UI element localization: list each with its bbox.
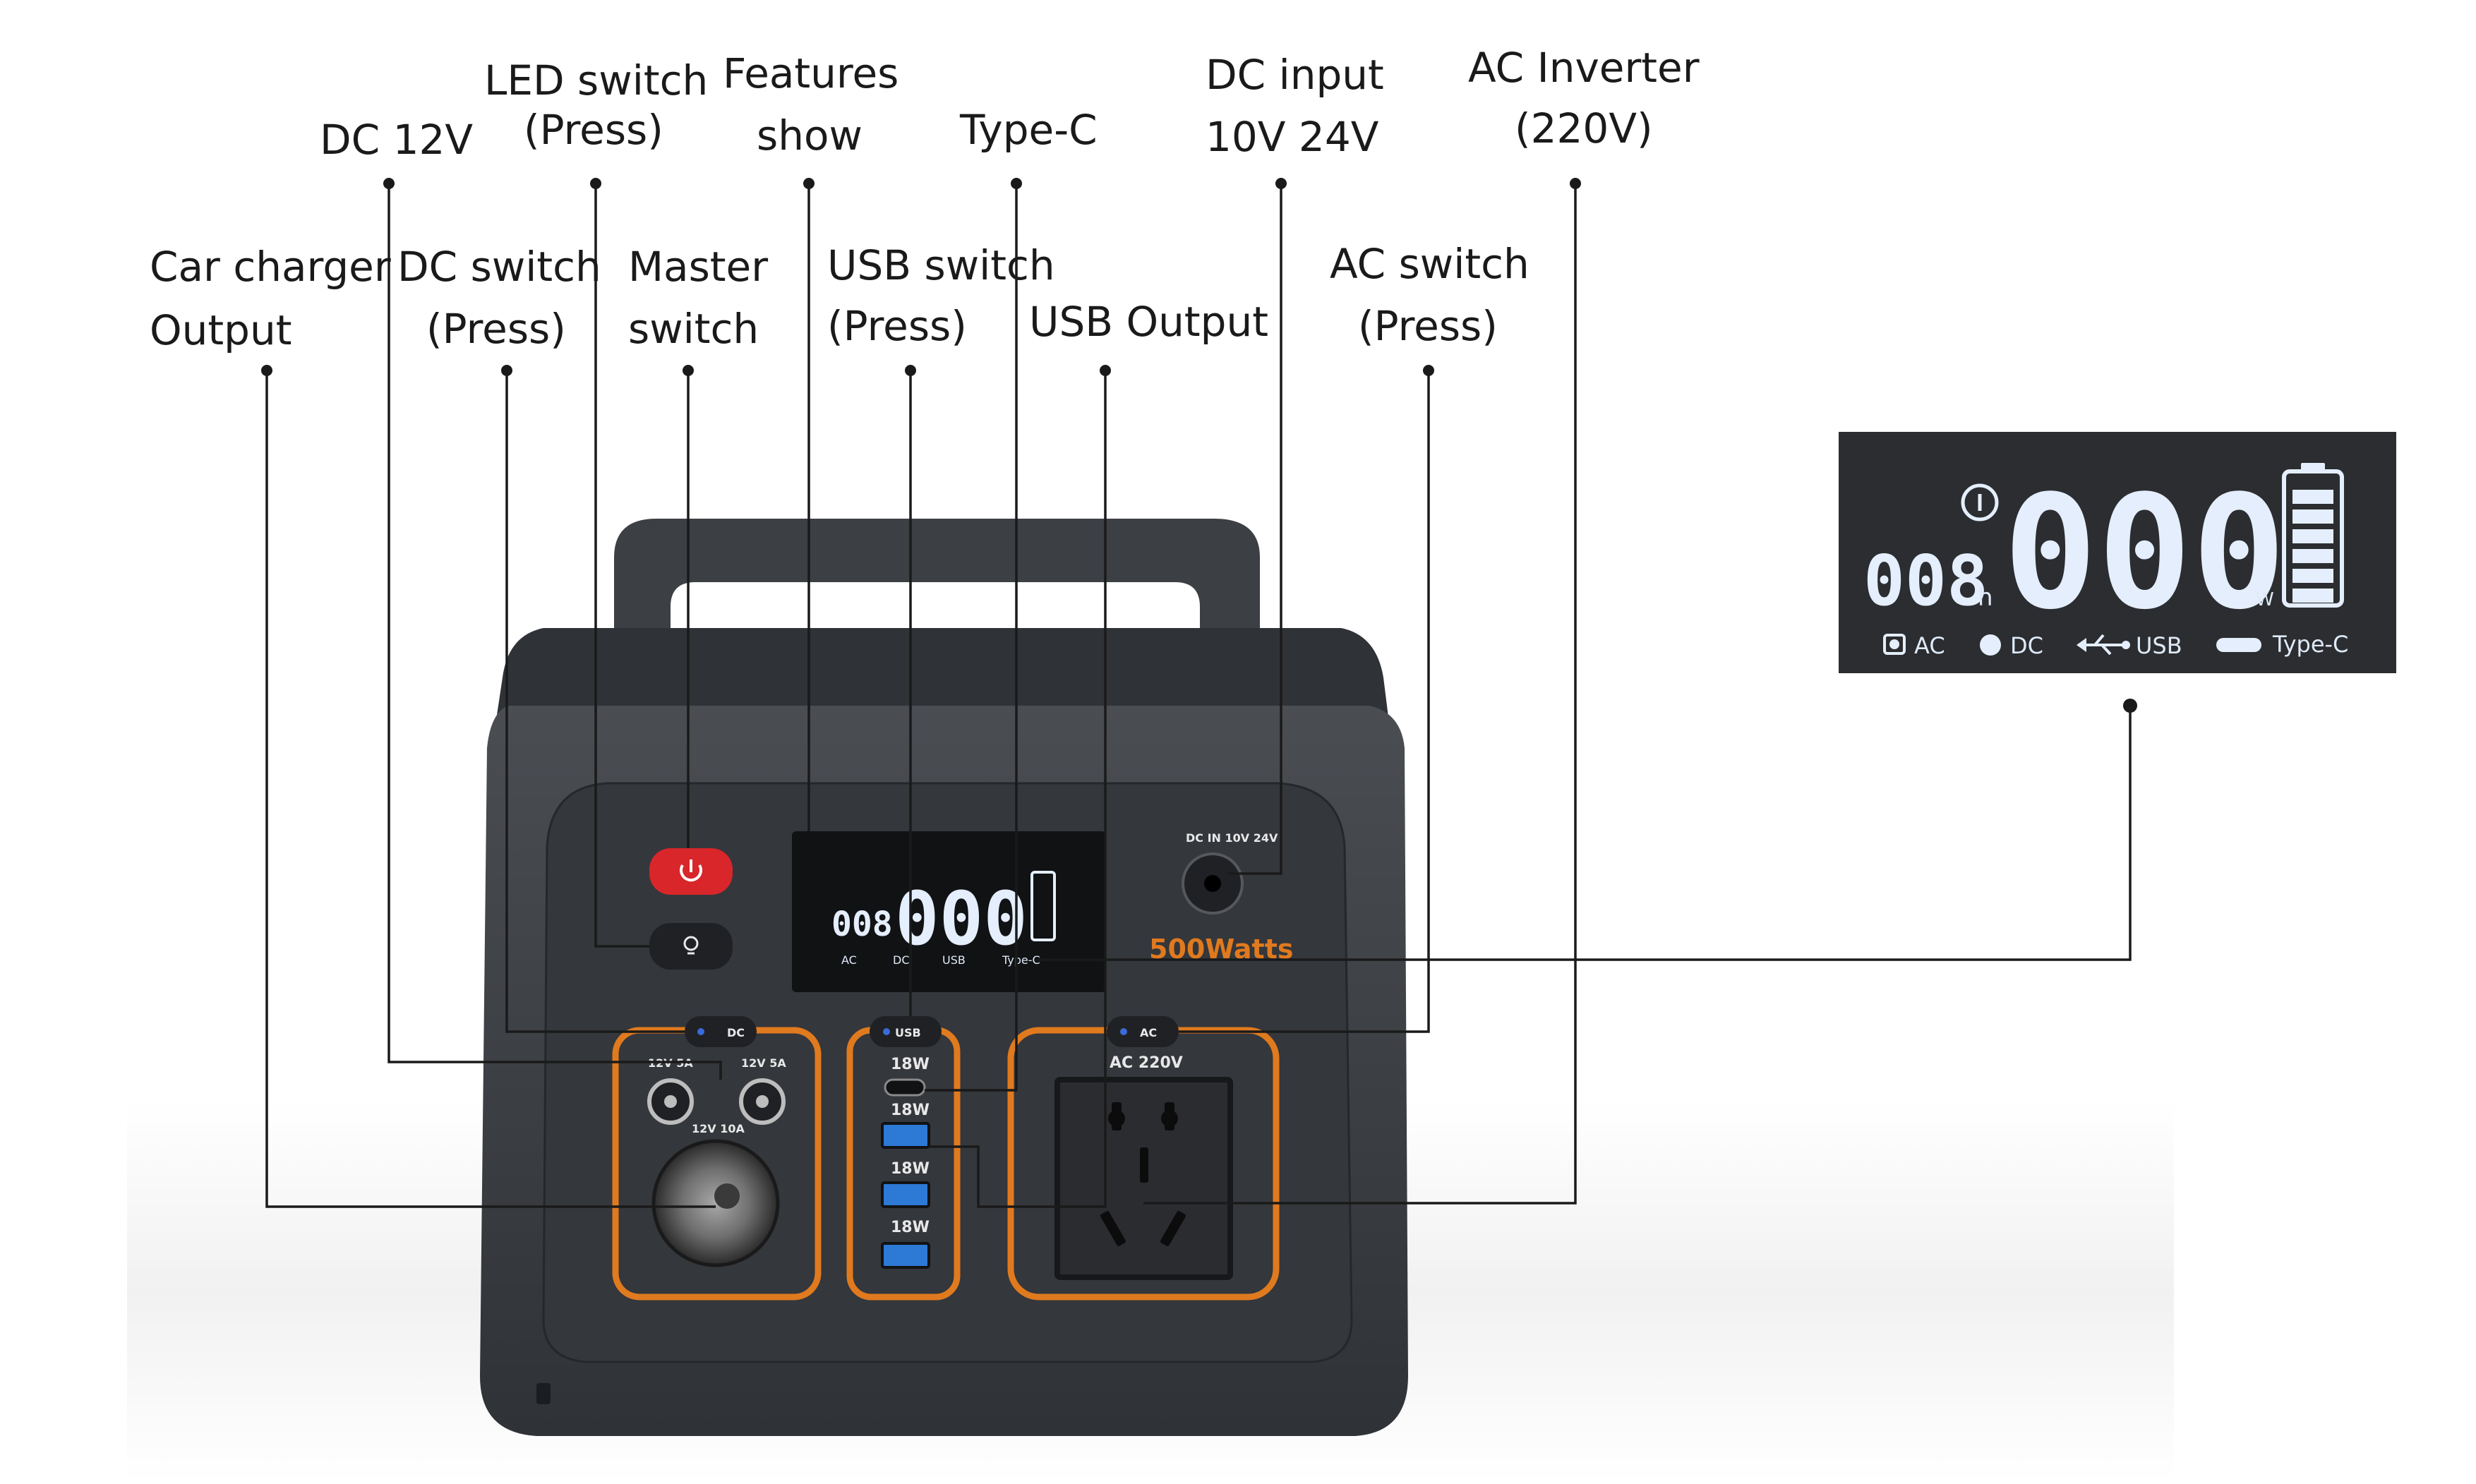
callout-ac-switch-line2: (Press) [1358,302,1498,350]
leader-ac-switch [1179,370,1430,1033]
usb-a-port-2[interactable] [881,1181,930,1208]
device-lcd-hours: 008 [831,905,893,944]
power-station: 008 000 AC DC USB Type-C DC IN 10V 24V 5… [480,519,1408,1436]
car-charger-pin [714,1183,740,1209]
lightbulb-icon [683,936,699,955]
ac-button-label: AC [1140,1026,1157,1039]
callout-master-line2: switch [628,305,759,353]
leader-led-switch [594,183,649,948]
ac-switch-button[interactable] [1107,1016,1179,1047]
lcd-detail-panel: 008 h 000 W AC DC USB Type-C [1839,432,2396,673]
car-port-label: 12V 10A [692,1122,745,1135]
led-switch-button[interactable] [649,923,733,970]
leader-dc12 [387,183,722,1080]
ac-indicator-dot [1120,1028,1127,1035]
usb-indicator-icon [2077,634,2130,656]
callout-dc-input-line2: 10V 24V [1206,113,1379,161]
ac-indicator-icon [1883,634,1906,655]
callout-dc-switch-line2: (Press) [426,305,566,353]
dc-port-left-pin [664,1095,677,1108]
lcd-watts-value: 000 [2003,462,2286,644]
lcd-indicator-usb: USB [2136,632,2182,659]
callout-led-switch-line2: (Press) [524,106,663,154]
usb-a-2-watt-label: 18W [891,1160,930,1178]
ac-socket-holes [1100,1102,1186,1246]
ac-socket-label: AC 220V [1110,1054,1183,1072]
typec-indicator-icon [2216,638,2261,652]
battery-bar [2292,529,2333,543]
lcd-led-icon [1961,483,1999,521]
device-lcd-dc: DC [893,953,910,967]
callout-car-charger-line2: Output [150,306,292,354]
dc-indicator-icon [1980,634,2001,656]
device-lcd-typec: Type-C [1002,953,1040,967]
leader-dc-input [1228,183,1282,875]
callout-ac-switch-line1: AC switch [1330,240,1530,288]
callout-master-line1: Master [628,243,768,291]
car-charger-socket[interactable] [651,1139,780,1267]
callout-led-switch-line1: LED switch [484,56,708,104]
leader-typec [925,183,1018,1092]
device-lcd-usb: USB [942,953,966,967]
callout-dc-input-line1: DC input [1206,51,1384,99]
leader-lines [265,183,2132,1208]
usb-a-3-watt-label: 18W [891,1219,930,1236]
dc-indicator-dot [697,1028,704,1035]
callout-usb-output-line1: USB Output [1029,298,1268,346]
dc-button-label: DC [727,1026,745,1039]
leader-usb-output [929,370,1107,1208]
callout-features-line1: Features [723,49,899,97]
battery-bar [2292,589,2333,603]
leader-dots [261,178,2137,713]
lcd-hours-unit: h [1978,584,1993,612]
callout-ac-inverter-line2: (220V) [1515,104,1653,152]
usb-a-port-1[interactable] [881,1122,930,1149]
callout-usb-switch-line1: USB switch [827,241,1055,289]
dc-port-right-pin [756,1095,769,1108]
battery-bar [2292,490,2333,504]
device-lcd [792,831,1106,992]
usb-indicator-dot [883,1028,890,1035]
dc-input-pin [1204,875,1221,892]
lcd-indicator-ac: AC [1914,632,1945,659]
side-vent [536,1383,551,1404]
carry-handle [614,519,1260,635]
usb-a-port-3[interactable] [881,1242,930,1269]
dc-switch-button[interactable] [685,1016,757,1047]
usb-a-1-watt-label: 18W [891,1102,930,1119]
battery-bar [2292,509,2333,524]
leader-ac-inverter [1143,183,1577,1205]
callout-dc-switch-line1: DC switch [397,243,601,291]
callout-car-charger-line1: Car charger [150,243,391,291]
lcd-indicator-typec: Type-C [2272,631,2348,658]
device-lcd-watts: 000 [895,876,1028,962]
callout-ac-inverter-line1: AC Inverter [1468,44,1700,92]
callout-usb-switch-line2: (Press) [827,302,967,350]
device-lcd-ac: AC [841,953,857,967]
callout-dc12-line1: DC 12V [320,116,473,164]
leader-lcd-detail [1038,706,2132,961]
leader-car-charger [265,370,716,1208]
battery-bar [2292,549,2333,563]
battery-icon [2282,463,2344,608]
lcd-watts-unit: W [2256,589,2274,610]
callout-features-line2: show [757,111,863,159]
typec-watt-label: 18W [891,1056,930,1073]
usb-button-label: USB [895,1026,921,1039]
usb-switch-button[interactable] [870,1016,942,1047]
callout-typec-line1: Type-C [959,106,1098,154]
leader-dc-switch [505,370,685,1033]
dc-in-label: DC IN 10V 24V [1186,831,1278,845]
dc-port-right-label: 12V 5A [741,1056,786,1070]
callout-labels: Car charger Output DC 12V DC switch (Pre… [150,44,1700,354]
lcd-indicator-dc: DC [2010,632,2043,659]
battery-bar [2292,569,2333,583]
typec-port[interactable] [884,1078,926,1097]
device-lcd-battery-icon [1030,871,1056,941]
power-icon [680,859,702,882]
lcd-hours-value: 008 [1863,541,1988,622]
